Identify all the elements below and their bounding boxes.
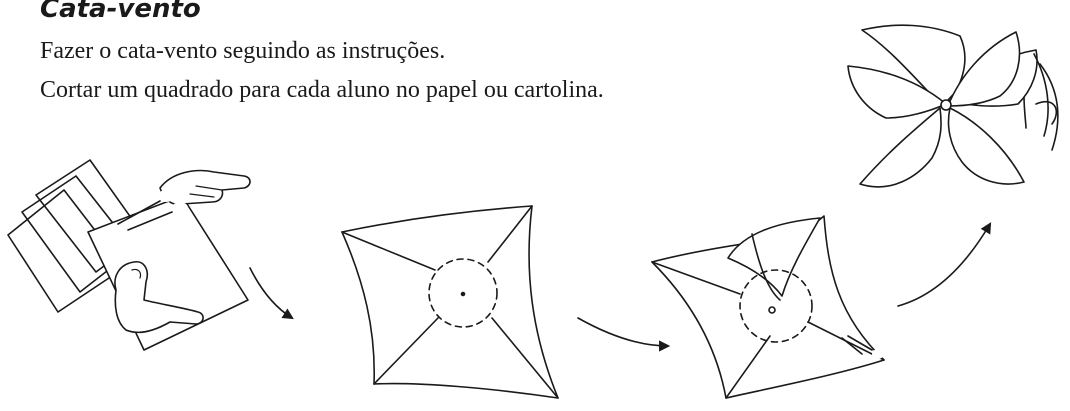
scissors-icon xyxy=(117,190,188,231)
small-scissors-icon xyxy=(841,335,884,363)
step-4-pinwheel-illustration xyxy=(847,24,1059,210)
instruction-line-1: Fazer o cata-vento seguindo as instruçõe… xyxy=(40,38,446,64)
pinwheel-stick xyxy=(1020,95,1029,210)
step-3-folding-illustration xyxy=(651,215,885,399)
instructions: Fazer o cata-vento seguindo as instruçõe… xyxy=(40,32,604,110)
step-2-square-illustration xyxy=(341,205,559,399)
step-arrow-2 xyxy=(577,317,671,352)
step-arrow-1 xyxy=(249,267,294,320)
instruction-line-2: Cortar um quadrado para cada aluno no pa… xyxy=(40,77,604,103)
page-title: Cata-vento xyxy=(40,0,201,24)
pinwheel-blades xyxy=(847,24,1038,188)
hand-holding-paper xyxy=(114,260,204,334)
step-1-cutting-illustration xyxy=(7,159,251,351)
pinwheel-ribbons xyxy=(1033,53,1059,151)
hand-with-scissors xyxy=(159,169,251,206)
step-arrow-3 xyxy=(897,222,992,307)
